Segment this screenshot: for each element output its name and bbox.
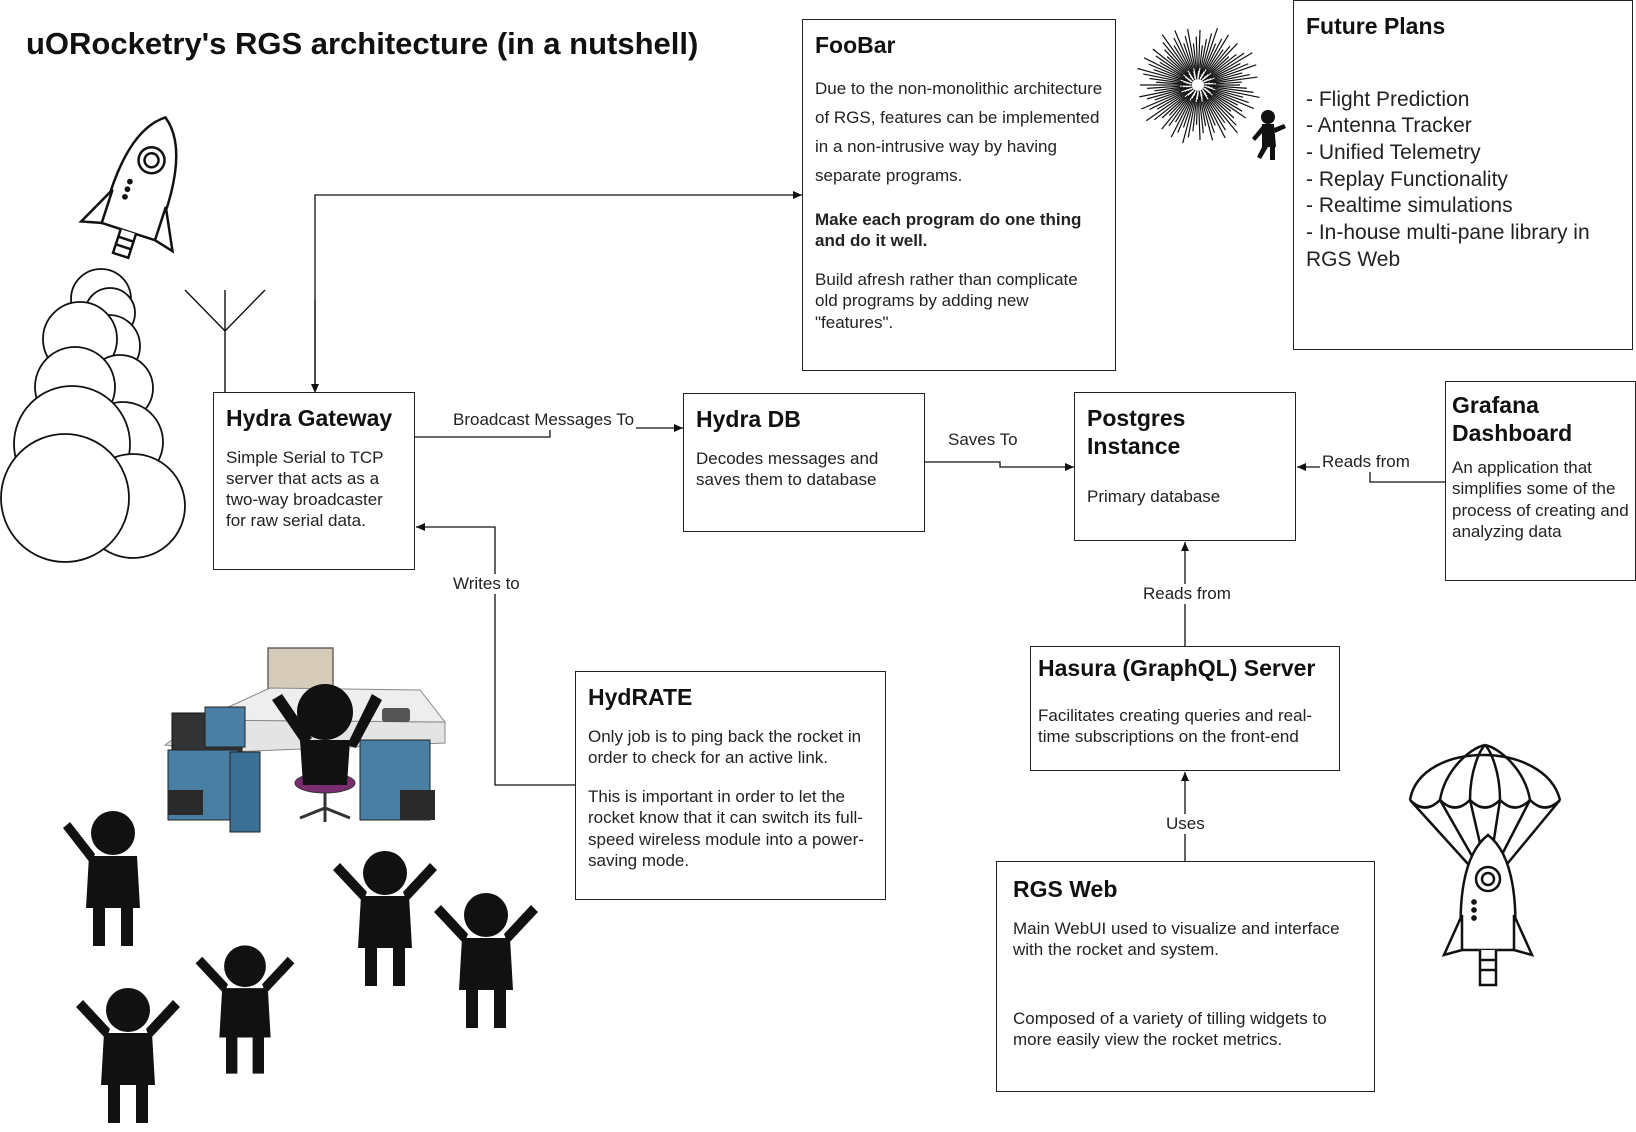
firework-burst-icon bbox=[1137, 27, 1260, 144]
future-plan-item: - Unified Telemetry bbox=[1306, 140, 1481, 164]
antenna-icon bbox=[184, 289, 266, 392]
hydrate-box: HydRATE Only job is to ping back the roc… bbox=[575, 671, 886, 900]
future-plan-item: - Realtime simulations bbox=[1306, 194, 1513, 218]
future-plans-list: - Flight Prediction - Antenna Tracker - … bbox=[1306, 87, 1620, 274]
future-plan-item: - Antenna Tracker bbox=[1306, 114, 1472, 138]
edge-saves-to bbox=[925, 461, 1074, 471]
page-title: uORocketry's RGS architecture (in a nuts… bbox=[26, 26, 699, 61]
hydra-gateway-text: Simple Serial to TCP server that acts as… bbox=[226, 447, 384, 531]
hasura-box: Hasura (GraphQL) Server Facilitates crea… bbox=[1030, 646, 1340, 771]
foobar-text: Due to the non-monolithic architecture o… bbox=[815, 78, 1103, 186]
foobar-title: FooBar bbox=[815, 32, 896, 58]
hydra-gateway-title: Hydra Gateway bbox=[226, 405, 393, 431]
hydra-db-box: Hydra DB Decodes messages and saves them… bbox=[683, 393, 925, 532]
edge-label-saves-to: Saves To bbox=[946, 430, 1020, 450]
future-plans-box: Future Plans - Flight Prediction - Anten… bbox=[1293, 0, 1633, 350]
smoke-cloud-icon bbox=[0, 268, 186, 563]
hydra-gateway-box: Hydra Gateway Simple Serial to TCP serve… bbox=[213, 392, 415, 570]
future-plan-item: - In-house multi-pane library in RGS Web bbox=[1306, 220, 1590, 271]
postgres-box: Postgres Instance Primary database bbox=[1074, 392, 1296, 541]
hasura-title: Hasura (GraphQL) Server bbox=[1038, 655, 1316, 681]
future-plans-title: Future Plans bbox=[1306, 13, 1446, 39]
edge-label-uses: Uses bbox=[1164, 814, 1207, 834]
rgs-web-text: Main WebUI used to visualize and interfa… bbox=[1013, 918, 1340, 959]
postgres-text: Primary database bbox=[1087, 487, 1221, 507]
hasura-text: Facilitates creating queries and real-ti… bbox=[1038, 705, 1313, 746]
jumping-person-icon bbox=[1252, 110, 1286, 160]
cheering-people-icon bbox=[63, 811, 538, 1123]
edge-label-grafana-reads: Reads from bbox=[1320, 452, 1412, 472]
edge-label-writes-to: Writes to bbox=[451, 574, 522, 594]
hydra-db-title: Hydra DB bbox=[696, 406, 801, 432]
hydra-db-text: Decodes messages and saves them to datab… bbox=[696, 448, 879, 489]
parachute-rocket-icon bbox=[1408, 743, 1562, 987]
foobar-box: FooBar Due to the non-monolithic archite… bbox=[802, 19, 1116, 371]
edge-label-broadcast: Broadcast Messages To bbox=[451, 410, 637, 430]
future-plan-item: - Replay Functionality bbox=[1306, 167, 1508, 191]
grafana-box: Grafana Dashboard An application that si… bbox=[1445, 381, 1636, 581]
rocket-icon bbox=[78, 115, 178, 260]
hydrate-note: This is important in order to let the ro… bbox=[588, 787, 864, 870]
hydrate-title: HydRATE bbox=[588, 684, 693, 710]
rgs-web-box: RGS Web Main WebUI used to visualize and… bbox=[996, 861, 1375, 1092]
edge-label-hasura-reads: Reads from bbox=[1141, 584, 1233, 604]
postgres-title: Postgres Instance bbox=[1087, 405, 1186, 459]
rgs-web-note: Composed of a variety of tilling widgets… bbox=[1013, 1009, 1327, 1050]
grafana-text: An application that simplifies some of t… bbox=[1452, 458, 1629, 541]
rgs-web-title: RGS Web bbox=[1013, 876, 1118, 902]
office-desk-person-icon bbox=[163, 647, 447, 833]
hydrate-text: Only job is to ping back the rocket in o… bbox=[588, 726, 862, 767]
grafana-title: Grafana Dashboard bbox=[1452, 392, 1573, 446]
future-plan-item: - Flight Prediction bbox=[1306, 87, 1470, 111]
foobar-note: Build afresh rather than complicate old … bbox=[815, 270, 1078, 332]
edge-writes-to bbox=[416, 523, 575, 786]
foobar-motto: Make each program do one thing and do it… bbox=[815, 209, 1082, 250]
